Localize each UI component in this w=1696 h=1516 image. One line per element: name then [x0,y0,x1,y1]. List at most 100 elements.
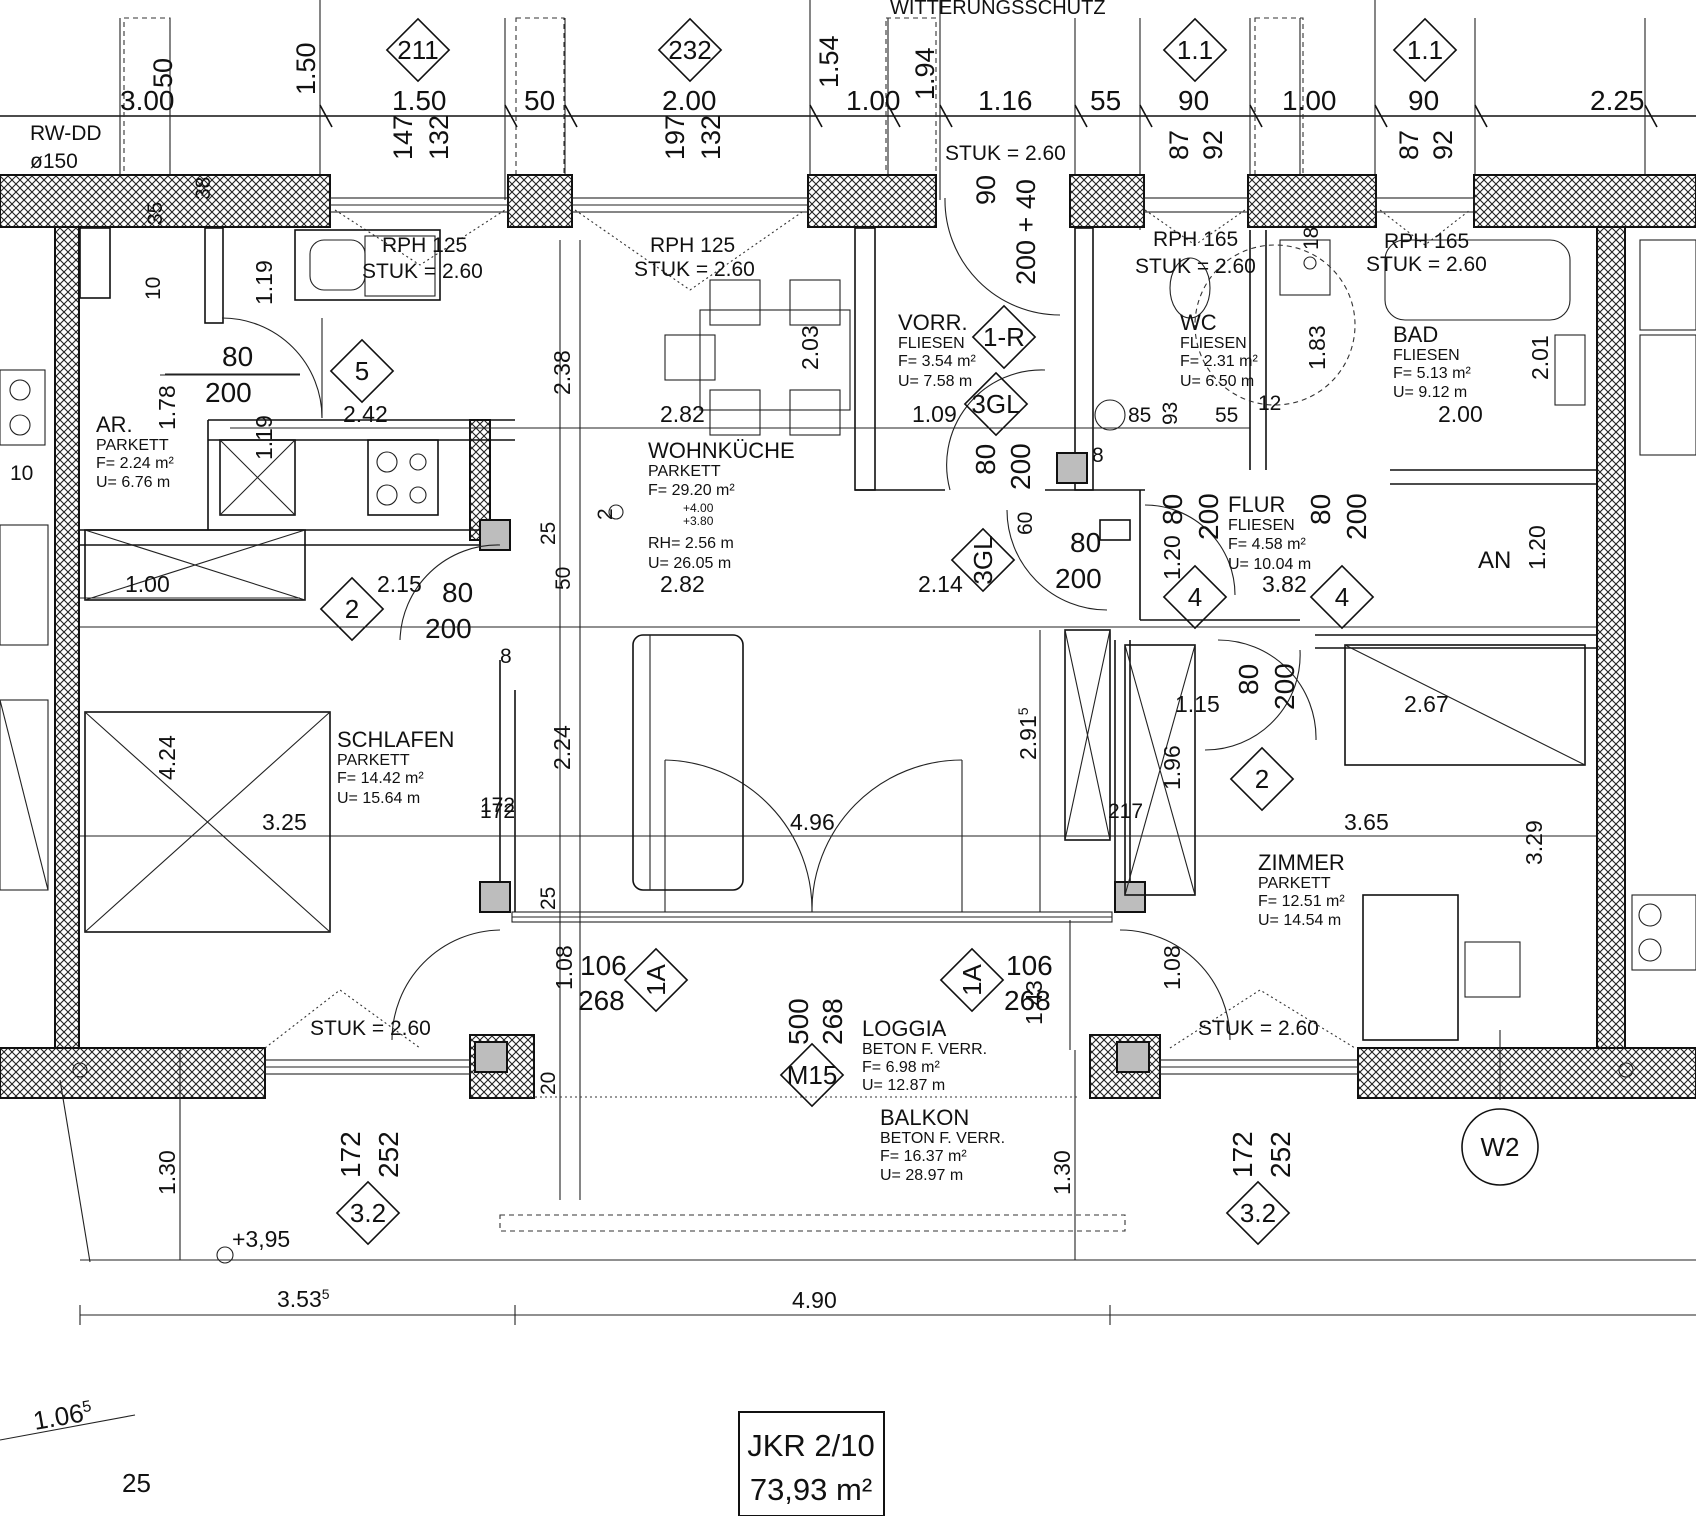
room-area: F= 29.20 m² [648,482,735,499]
door-height: 268 [578,985,625,1016]
door-tag: 1-R [983,322,1025,352]
door-height: 200 [205,377,252,408]
stuk-note: STUK = 2.60 [945,142,1066,165]
small-dim: 25 [537,887,560,910]
rph-note: RPH 165 [1384,230,1469,253]
room-perimeter: U= 9.12 m [1393,384,1467,401]
level-bottom: +3.80 [683,514,714,528]
small-dim: 93 [1159,402,1182,425]
door-width: 80 [1305,494,1336,525]
room-name: FLUR [1228,492,1285,517]
dim-label: 1.00 [846,85,901,116]
rph-note: RPH 165 [1153,228,1238,251]
vdim: 197 [660,115,690,160]
room-perimeter: U= 12.87 m [862,1077,945,1094]
small-dim: 10 [142,277,165,300]
door-tags: 5 1-R 3GL 3GL 4 4 2 2 1A 1A M15 3.2 3.2 … [319,304,1520,1246]
room-name: LOGGIA [862,1016,947,1041]
small-dim: 10 [10,462,33,485]
door-width: 80 [222,341,253,372]
top-vertical-dims: 50 1.50 147 132 197 132 1.54 1.94 87 92 … [148,35,1458,285]
dim-text: 2.82 [660,571,705,597]
stuk-note: STUK = 2.60 [310,1017,431,1040]
room-area: F= 5.13 m² [1393,365,1471,382]
room-floor: PARKETT [337,752,410,769]
room-area: F= 14.42 m² [337,770,424,787]
vdim: 90 [971,175,1001,205]
dim-with-sup: 1.065 [31,1396,95,1436]
small-dim: 2 [594,508,617,520]
dim-text: 2.15 [377,571,422,597]
room-floor: PARKETT [96,437,169,454]
small-dim: 18 [1300,227,1323,250]
dim-label: 2.00 [662,85,717,116]
dim-sup: 5 [1015,707,1031,715]
dim-text: 1.15 [1175,691,1220,717]
small-dim: 25 [537,522,560,545]
door-width: 80 [970,444,1001,475]
room-balkon: BALKON BETON F. VERR. F= 16.37 m² U= 28.… [880,1105,1005,1184]
window-tag: 211 [397,35,438,65]
dim-text: 1.19 [251,415,277,460]
room-loggia: LOGGIA BETON F. VERR. F= 6.98 m² U= 12.8… [862,1016,987,1094]
dim-text: 3.29 [1521,820,1547,865]
room-vorraum: VORR. FLIESEN F= 3.54 m² U= 7.58 m [898,310,976,390]
columns [474,452,1150,1073]
dim-text: 1.83 [1304,325,1330,370]
small-dim: 217 [1108,800,1143,823]
vdim: 147 [388,115,418,160]
door-width: 80 [1157,494,1188,525]
door-width: 80 [1070,527,1101,558]
dim-text: 1.20 [1159,535,1185,580]
vdim: 1.54 [814,35,844,88]
window-tag: 1.1 [1177,35,1213,65]
window-type-tag: W2 [1481,1132,1520,1162]
vdim: 132 [696,115,726,160]
room-area: F= 6.98 m² [862,1059,940,1076]
dim-label: 2.25 [1590,85,1645,116]
room-floor: FLIESEN [1228,517,1295,534]
room-height: RH= 2.56 m [648,535,734,552]
door-width: 80 [1233,664,1264,695]
room-perimeter: U= 6.76 m [96,474,170,491]
room-floor: FLIESEN [1393,347,1460,364]
window-tag: 232 [668,35,711,65]
weather-note: WITTERUNGSSCHUTZ [890,0,1106,19]
stuk-note: STUK = 2.60 [1135,255,1256,278]
dim-value: 1.06 [31,1398,86,1436]
door-tag: 4 [1188,582,1202,612]
level-top: +4.00 [683,501,714,515]
dim-text: 2.38 [549,350,575,395]
dim-text: 1.19 [251,260,277,305]
windows [264,197,1475,1075]
dim-text: 3.65 [1344,809,1389,835]
window-width: 172 [1227,1131,1258,1178]
stuk-note: STUK = 2.60 [362,260,483,283]
door-tag: 2 [1255,764,1269,794]
room-area: F= 2.31 m² [1180,353,1258,370]
vdim: 92 [1428,130,1458,160]
dim-text: 1.78 [154,385,180,430]
rph-note: RPH 125 [382,234,467,257]
small-dim: 12 [1258,392,1281,415]
room-perimeter: U= 26.05 m [648,555,731,572]
window-tag: 1.1 [1407,35,1443,65]
dim-with-sup: 2.915 [1015,707,1041,760]
room-area: F= 3.54 m² [898,353,976,370]
room-perimeter: U= 7.58 m [898,373,972,390]
small-dim: 60 [1014,512,1037,535]
door-width: 106 [580,950,627,981]
dim-sup: 5 [322,1286,330,1302]
small-dim: 55 [1215,404,1238,427]
door-height: 200 [425,613,472,644]
unit-summary-box: JKR 2/10 73,93 m² [738,1411,885,1516]
window-height: 252 [373,1131,404,1178]
unit-area: 73,93 m² [750,1472,872,1507]
vdim: 87 [1164,130,1194,160]
room-name: BALKON [880,1105,969,1130]
dim-label: 1.00 [1282,85,1337,116]
an-label: AN [1478,547,1511,574]
stuk-note: STUK = 2.60 [1366,253,1487,276]
door-width: 500 [783,998,814,1045]
